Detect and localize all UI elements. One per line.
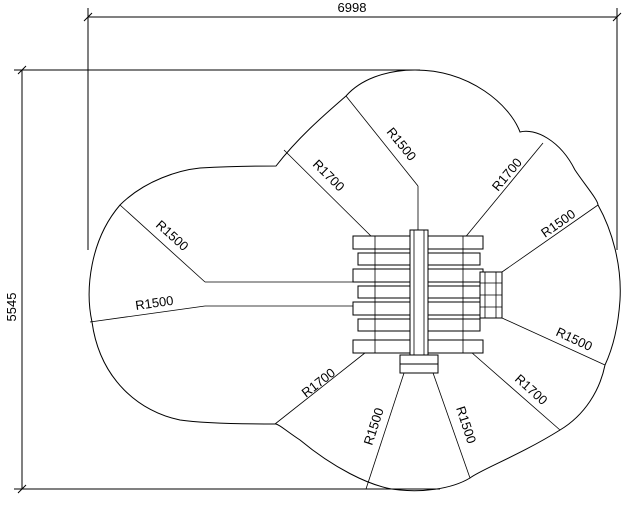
- safety-zone-outline: [88, 69, 621, 492]
- width-dimension-label: 6998: [338, 0, 367, 15]
- radius-label-bottom-right-inner: R1500: [453, 404, 479, 445]
- radius-label-top-left: R1700: [310, 157, 348, 195]
- radius-label-left-upper: R1500: [153, 217, 192, 254]
- width-dimension: 6998: [83, 0, 622, 250]
- radius-label-bottom-left-inner: R1500: [361, 406, 387, 447]
- radius-label-top-right: R1700: [489, 155, 525, 194]
- radius-label-right-lower: R1500: [554, 324, 595, 354]
- radius-label-top: R1500: [384, 124, 420, 163]
- central-structure: [352, 229, 503, 374]
- radius-leaders: [89, 95, 606, 490]
- radius-label-bottom-right-outer: R1700: [512, 371, 551, 408]
- radius-label-bottom-left-outer: R1700: [299, 365, 338, 400]
- radius-label-left-lower: R1500: [134, 293, 174, 313]
- height-dimension-label: 5545: [4, 293, 19, 322]
- height-dimension: 5545: [4, 65, 440, 494]
